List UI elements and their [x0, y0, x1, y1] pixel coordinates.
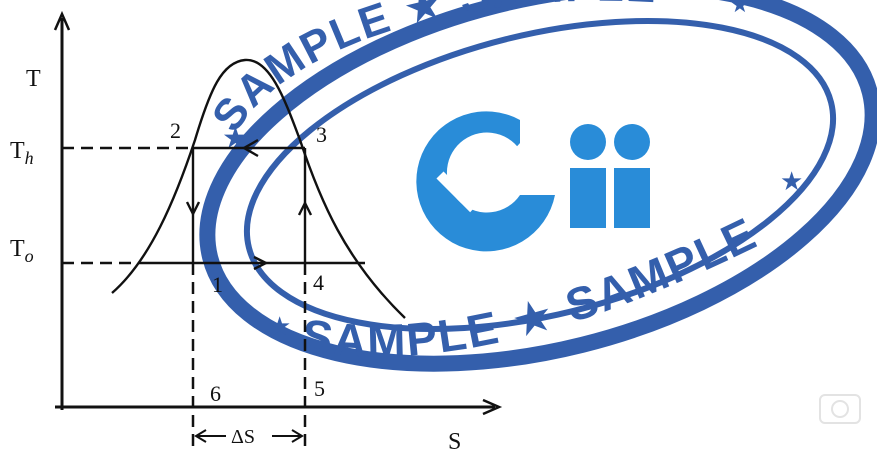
- star-icon: ★: [780, 167, 803, 196]
- point-6-label: 6: [210, 381, 221, 406]
- star-icon: ★: [730, 0, 750, 17]
- point-1-label: 1: [212, 272, 223, 297]
- sample-stamp-watermark: SAMPLE ★ SAMPLE SAMPLE ★ SAMPLE ★ ★ ★ ★: [199, 0, 877, 424]
- point-4-label: 4: [313, 270, 324, 295]
- axes: [53, 10, 503, 416]
- logo-i-stem-2: [614, 168, 650, 228]
- logo-e-mark: [416, 111, 555, 252]
- y-axis-arrow-icon: [53, 10, 71, 31]
- arrow-left-icon: [241, 138, 259, 158]
- logo-i-dot-1: [570, 124, 606, 160]
- logo-check-mark: [436, 141, 529, 213]
- t-cold-label: To: [10, 236, 34, 266]
- star-icon: ★: [222, 122, 249, 155]
- point-2-label: 2: [170, 118, 181, 143]
- t-hot-label: Th: [10, 138, 34, 168]
- camera-icon: [819, 394, 861, 424]
- point-3-label: 3: [316, 122, 327, 147]
- arrow-up-icon: [297, 200, 313, 216]
- delta-s-dimension: [194, 429, 304, 443]
- stamp-outer-ring: [199, 0, 877, 372]
- point-5-label: 5: [314, 376, 325, 401]
- axis-y-label: T: [26, 66, 41, 92]
- delta-s-left-arrow-icon: [194, 429, 207, 443]
- arrow-down-icon: [185, 201, 201, 217]
- logo: [416, 111, 650, 252]
- logo-i-stem-1: [570, 168, 606, 228]
- x-axis-arrow-icon: [482, 398, 503, 416]
- saturation-dome: [111, 58, 406, 319]
- delta-s-label: ΔS: [231, 426, 255, 448]
- delta-s-right-arrow-icon: [291, 429, 304, 443]
- star-icon: ★: [268, 312, 291, 341]
- arrow-right-icon: [253, 255, 269, 271]
- logo-i-dot-2: [614, 124, 650, 160]
- cycle: [140, 138, 365, 271]
- stamp-inner-ring: [243, 17, 837, 333]
- axis-x-label: S: [448, 429, 461, 450]
